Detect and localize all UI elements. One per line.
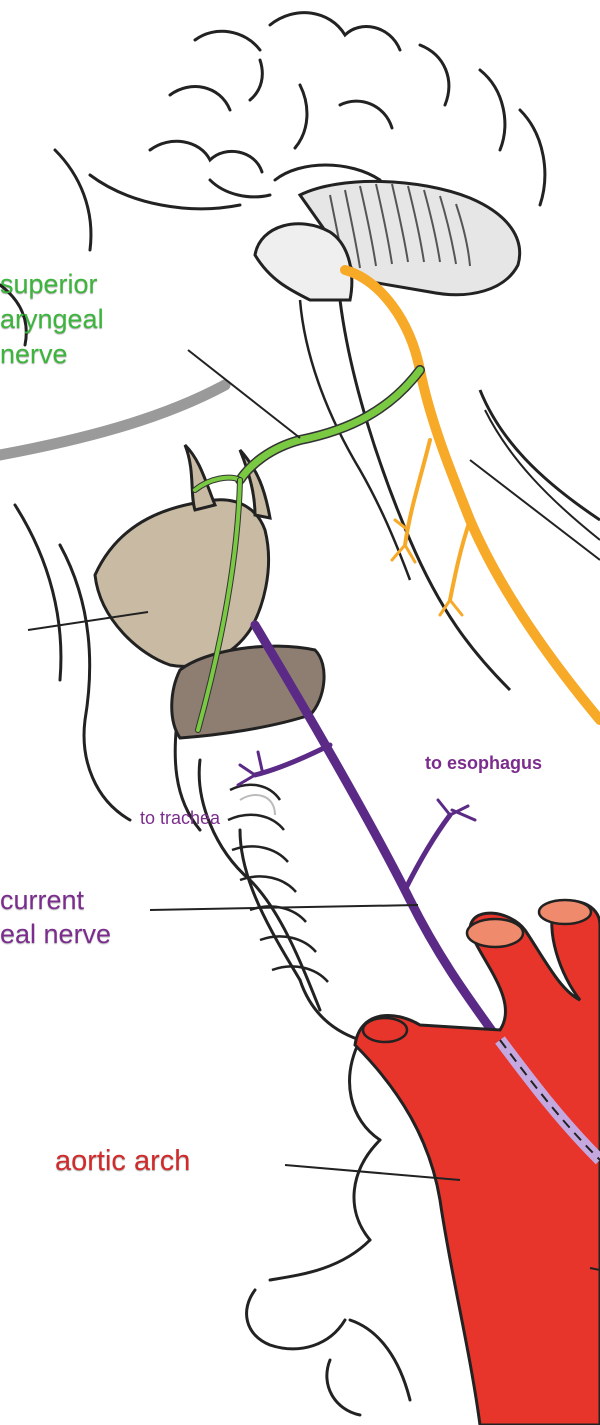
bronchi: [247, 1040, 410, 1415]
to-esophagus-label: to esophagus: [425, 753, 542, 774]
cricoid-cartilage: [172, 646, 324, 738]
skull-base: [0, 385, 225, 455]
trachea-pointer: [240, 795, 275, 815]
superior-label-line3: nerve: [0, 337, 104, 372]
recurrent-laryngeal-label: current eal nerve: [0, 883, 111, 951]
superior-label-line2: aryngeal: [0, 302, 104, 337]
recurrent-label-line2: eal nerve: [0, 917, 111, 951]
cartilage-horn: [185, 445, 215, 510]
aortic-arch: [355, 900, 600, 1425]
superior-label-line1: superior: [0, 267, 104, 302]
to-trachea-label: to trachea: [140, 808, 220, 829]
recurrent-label-line1: current: [0, 883, 111, 917]
trachea: [228, 785, 328, 982]
vagus-nerve: [345, 270, 600, 720]
superior-laryngeal-label: superior aryngeal nerve: [0, 267, 104, 372]
aortic-arch-label: aortic arch: [55, 1145, 190, 1178]
thyroid-cartilage: [95, 500, 269, 666]
